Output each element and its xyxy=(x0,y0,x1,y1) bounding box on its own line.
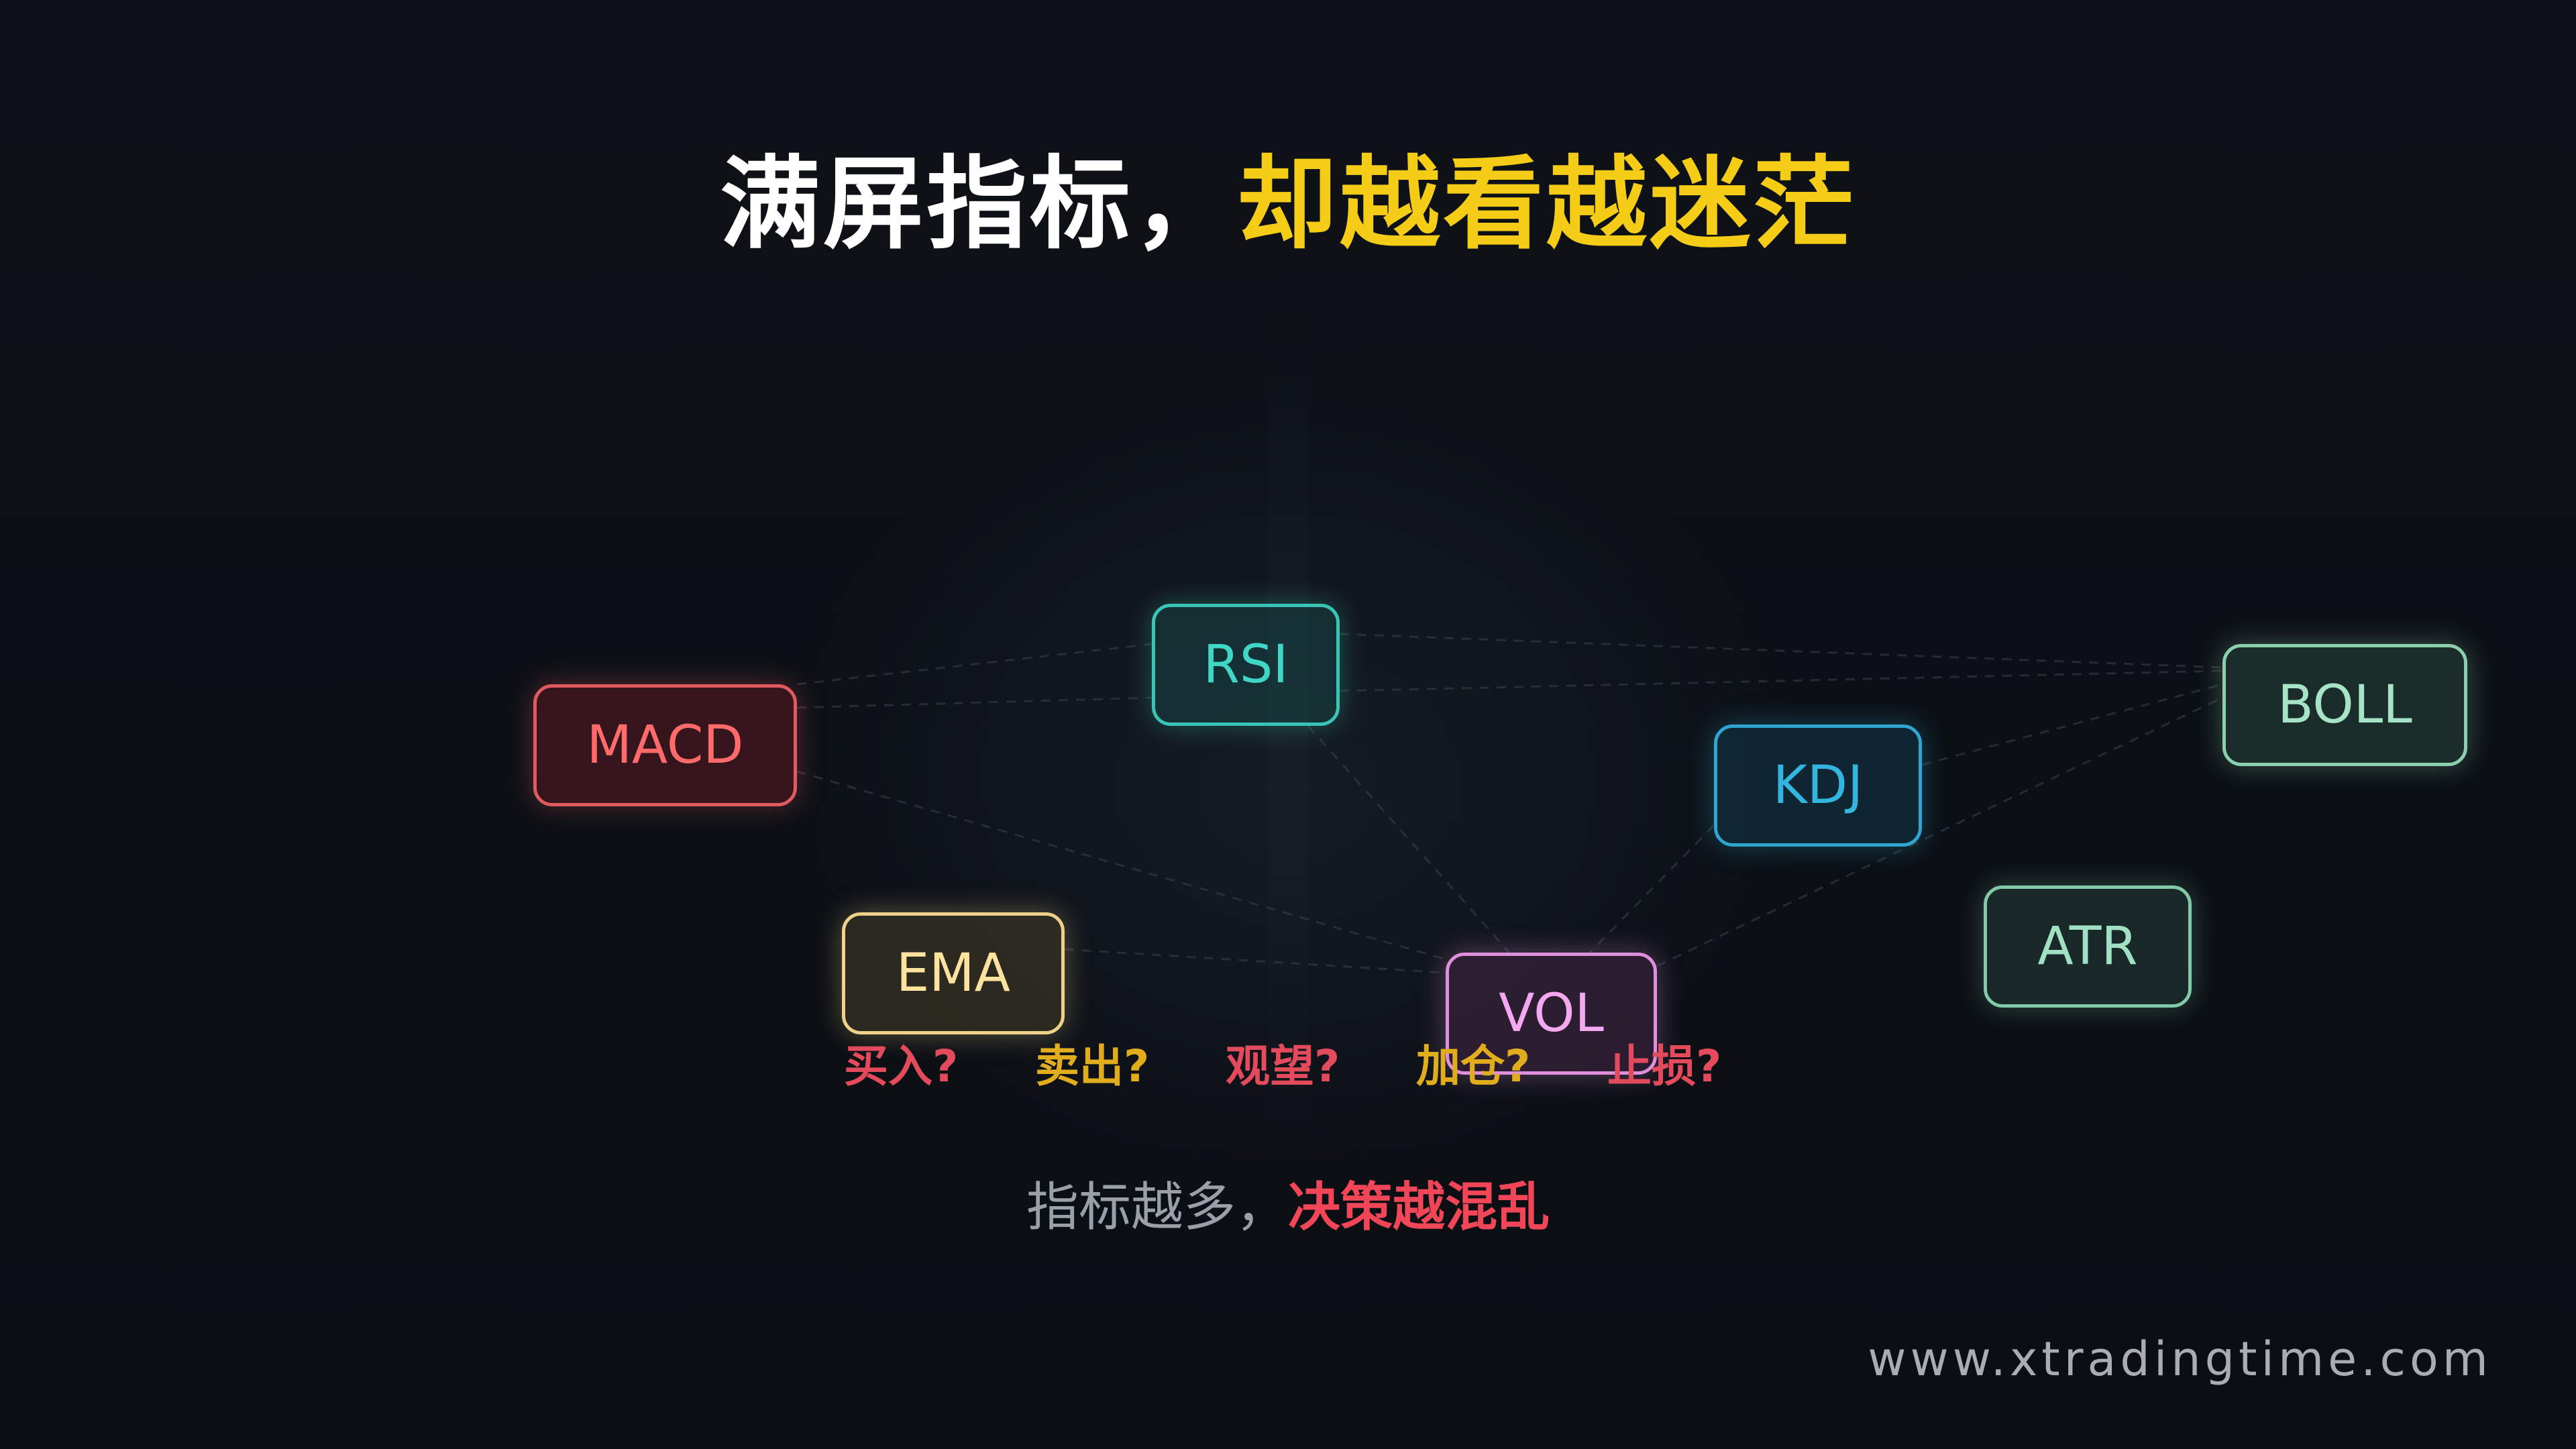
indicator-ema: EMA xyxy=(842,912,1065,1034)
indicator-atr: ATR xyxy=(1984,885,2192,1008)
question-sell: 卖出? xyxy=(1035,1040,1150,1092)
footer-url: www.xtradingtime.com xyxy=(1868,1332,2492,1387)
link-macd-vol xyxy=(796,770,1446,961)
indicator-boll: BOLL xyxy=(2222,644,2467,766)
link-rsi-boll-2 xyxy=(1339,669,2223,692)
question-add-position: 加仓? xyxy=(1416,1040,1531,1092)
link-kdj-boll xyxy=(1921,683,2223,766)
indicator-vol: VOL xyxy=(1446,953,1657,1075)
link-rsi-vol xyxy=(1307,725,1511,953)
title-part-yellow: 却越看越迷茫 xyxy=(1236,146,1857,263)
question-buy: 买入? xyxy=(844,1040,959,1092)
subtitle-part-red: 决策越混乱 xyxy=(1288,1177,1550,1238)
indicator-kdj: KDJ xyxy=(1714,724,1922,847)
link-macd-rsi-2 xyxy=(796,696,1152,709)
center-glow xyxy=(1268,309,1308,1181)
page-title: 满屏指标，却越看越迷茫 xyxy=(0,144,2576,265)
title-part-white: 满屏指标， xyxy=(719,146,1236,263)
question-stop-loss: 止损? xyxy=(1607,1040,1722,1092)
subtitle: 指标越多，决策越混乱 xyxy=(0,1171,2576,1244)
indicator-macd: MACD xyxy=(533,684,797,806)
indicator-rsi: RSI xyxy=(1152,604,1340,726)
link-ema-vol xyxy=(1064,948,1446,974)
link-rsi-boll xyxy=(1339,633,2223,669)
link-macd-rsi xyxy=(796,643,1152,686)
question-wait: 观望? xyxy=(1226,1040,1340,1092)
subtitle-part-gray: 指标越多， xyxy=(1026,1177,1288,1238)
link-kdj-vol xyxy=(1589,824,1715,954)
decision-questions: 买入? 卖出? 观望? 加仓? 止损? xyxy=(0,1033,2576,1107)
